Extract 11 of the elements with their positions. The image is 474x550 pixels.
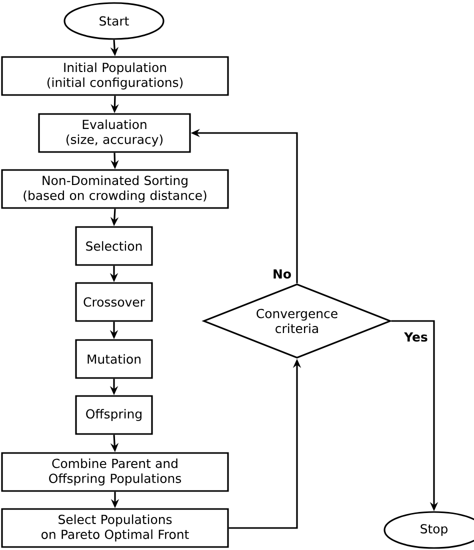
process-box: Select Populations on Pareto Optimal Front bbox=[1, 508, 229, 548]
process-box: Evaluation (size, accuracy) bbox=[38, 113, 191, 153]
process-box: Crossover bbox=[75, 282, 153, 322]
process-box: Mutation bbox=[75, 339, 153, 379]
process-box: Initial Population (initial configurations) bbox=[1, 56, 229, 96]
process-box: Offspring bbox=[75, 395, 153, 435]
edge-label: No bbox=[272, 268, 292, 280]
edge-label: Yes bbox=[403, 331, 429, 343]
process-box: Selection bbox=[75, 226, 153, 266]
process-box: Non-Dominated Sorting (based on crowding distance) bbox=[1, 169, 229, 209]
process-box: Combine Parent and Offspring Populations bbox=[1, 452, 229, 492]
